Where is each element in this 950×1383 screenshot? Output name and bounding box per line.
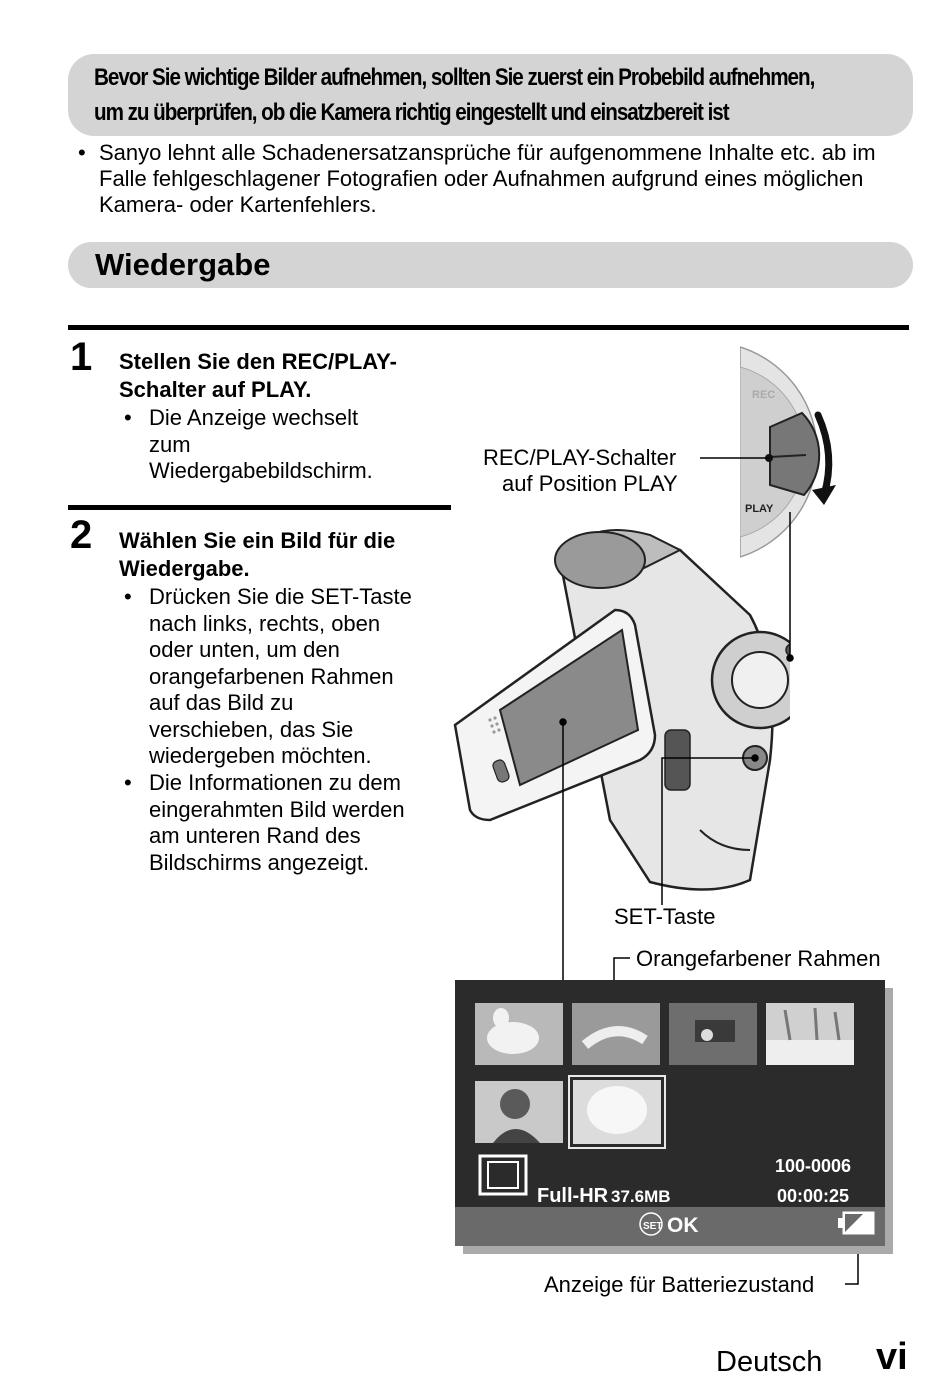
step-2-bullet-1-text: Drücken Sie die SET-Taste nach links, re… [149, 584, 412, 768]
thumbnail-row-2 [475, 1075, 666, 1149]
bullet: • [124, 405, 132, 430]
step-2-bullet-1: • Drücken Sie die SET-Taste nach links, … [124, 584, 424, 770]
dial-rec-label: REC [752, 389, 775, 401]
ok-label: OK [667, 1214, 699, 1237]
section-title: Wiedergabe [95, 247, 271, 282]
mode-dial-illustration: REC PLAY [740, 346, 836, 558]
battery-callout: Anzeige für Batteriezustand [544, 1272, 815, 1297]
page-number: vi [876, 1336, 908, 1378]
step-2-bullet-2: • Die Informationen zu dem eingerahmten … [124, 770, 414, 876]
rec-play-callout-line2: auf Position PLAY [502, 471, 678, 496]
step-1-bullet: • Die Anzeige wechselt zum Wiedergabebil… [124, 405, 389, 485]
step-2-bullet-2-text: Die Informationen zu dem eingerahmten Bi… [149, 770, 405, 875]
dial-play-label: PLAY [745, 503, 774, 515]
step-1-bullet-text: Die Anzeige wechselt zum Wiedergabebilds… [149, 405, 373, 483]
battery-icon [838, 1211, 875, 1235]
step-1-number: 1 [70, 335, 93, 379]
set-key-callout: SET-Taste [614, 904, 716, 929]
warning-text: Bevor Sie wichtige Bilder aufnehmen, sol… [94, 60, 815, 130]
bullet: • [124, 770, 132, 795]
movie-film-icon [478, 1154, 528, 1196]
footer-language: Deutsch [716, 1346, 823, 1378]
playback-screen: Full-HR 37.6MB 100-0006 00:00:25 SET OK [455, 980, 893, 1254]
bullet: • [124, 584, 132, 609]
duration-label: 00:00:25 [777, 1186, 849, 1206]
resolution-label: Full-HR [537, 1185, 609, 1207]
bullet: • [78, 140, 86, 165]
warning-line-1: Bevor Sie wichtige Bilder aufnehmen, sol… [94, 64, 815, 91]
orange-selection-frame [568, 1075, 666, 1149]
step-divider [68, 505, 451, 510]
disclaimer-note: • Sanyo lehnt alle Schadenersatzansprüch… [78, 140, 918, 218]
orange-frame-callout: Orangefarbener Rahmen [636, 946, 881, 971]
file-number-label: 100-0006 [775, 1156, 851, 1176]
warning-line-2: um zu überprüfen, ob die Kamera richtig … [94, 99, 730, 126]
step-2-heading: Wählen Sie ein Bild für die Wiedergabe. [119, 528, 396, 581]
set-label: SET [643, 1221, 662, 1232]
section-banner [68, 242, 913, 288]
arrow-head-icon [812, 485, 836, 505]
set-circle-icon [639, 1212, 663, 1236]
step-1-heading: Stellen Sie den REC/PLAY-Schalter auf PL… [119, 349, 397, 402]
disclaimer-text: Sanyo lehnt alle Schadenersatzansprüche … [99, 140, 876, 217]
step-2-number: 2 [70, 513, 93, 557]
thumbnail-row-1 [475, 1003, 854, 1065]
rec-play-callout-line1: REC/PLAY-Schalter [483, 445, 677, 470]
file-size-label: 37.6MB [611, 1187, 671, 1206]
camera-illustration [453, 529, 790, 891]
warning-banner [68, 54, 913, 136]
section-rule [68, 325, 909, 330]
rotation-arrow [814, 411, 833, 499]
